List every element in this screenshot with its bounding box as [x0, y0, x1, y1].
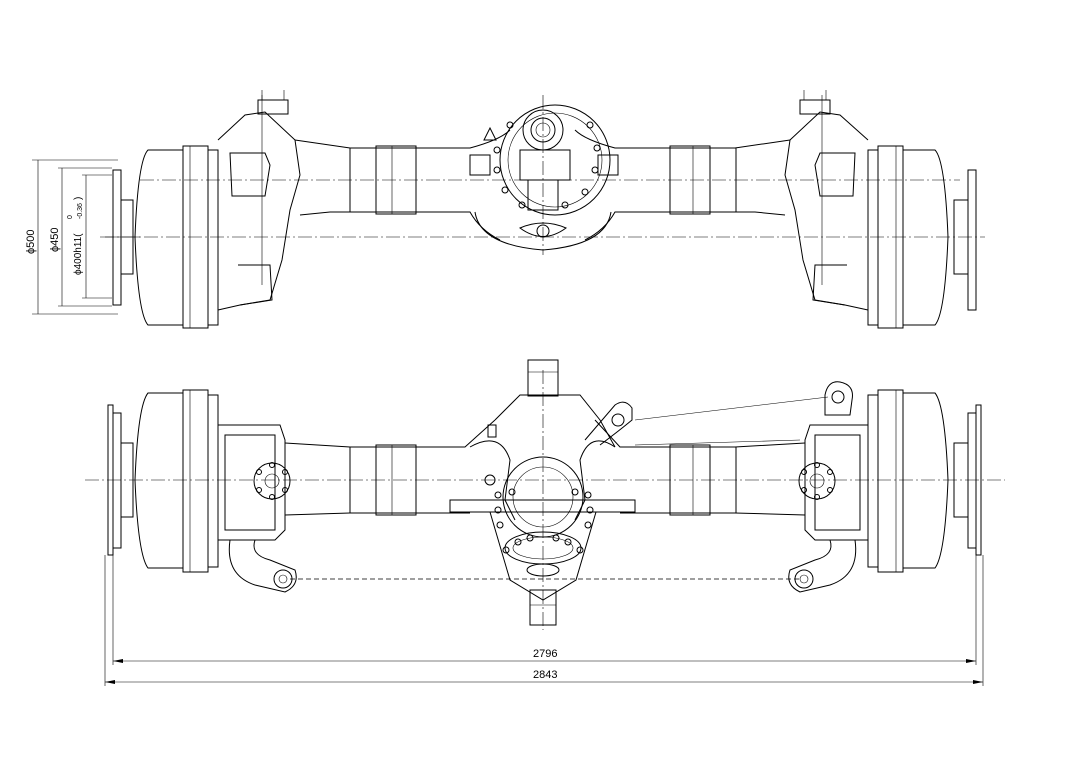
dim-d400-close: )	[73, 197, 84, 200]
dim-d500: ϕ500	[25, 229, 37, 254]
right-wheel-hub-bottom	[788, 381, 982, 593]
bolt-circle-bottom	[494, 488, 594, 554]
axle-beam-top	[294, 129, 791, 251]
differential-bottom	[449, 359, 636, 626]
top-view: ϕ500 ϕ450 ϕ400h11( 0 -0.36 )	[25, 90, 985, 329]
dim-d400: ϕ400h11(	[73, 233, 84, 275]
left-wheel-hub-top	[105, 90, 301, 329]
left-wheel-hub-bottom	[107, 389, 297, 593]
dim-track-inner: 2796	[533, 648, 557, 660]
right-wheel-hub-top	[784, 90, 977, 329]
bottom-view: 2796 2843	[85, 359, 1005, 686]
differential-top	[469, 104, 619, 216]
axle-beam-bottom	[284, 419, 806, 516]
dim-d400-tol-upper: 0	[67, 215, 74, 219]
diameter-dimensions: ϕ500 ϕ450 ϕ400h11( 0 -0.36 )	[25, 159, 118, 315]
bolt-circle-top	[493, 121, 601, 209]
dim-d450: ϕ450	[49, 227, 61, 252]
dim-track-outer: 2843	[533, 669, 557, 681]
width-dimensions: 2796 2843	[104, 548, 984, 686]
dim-d400-tol-lower: -0.36	[77, 203, 84, 219]
